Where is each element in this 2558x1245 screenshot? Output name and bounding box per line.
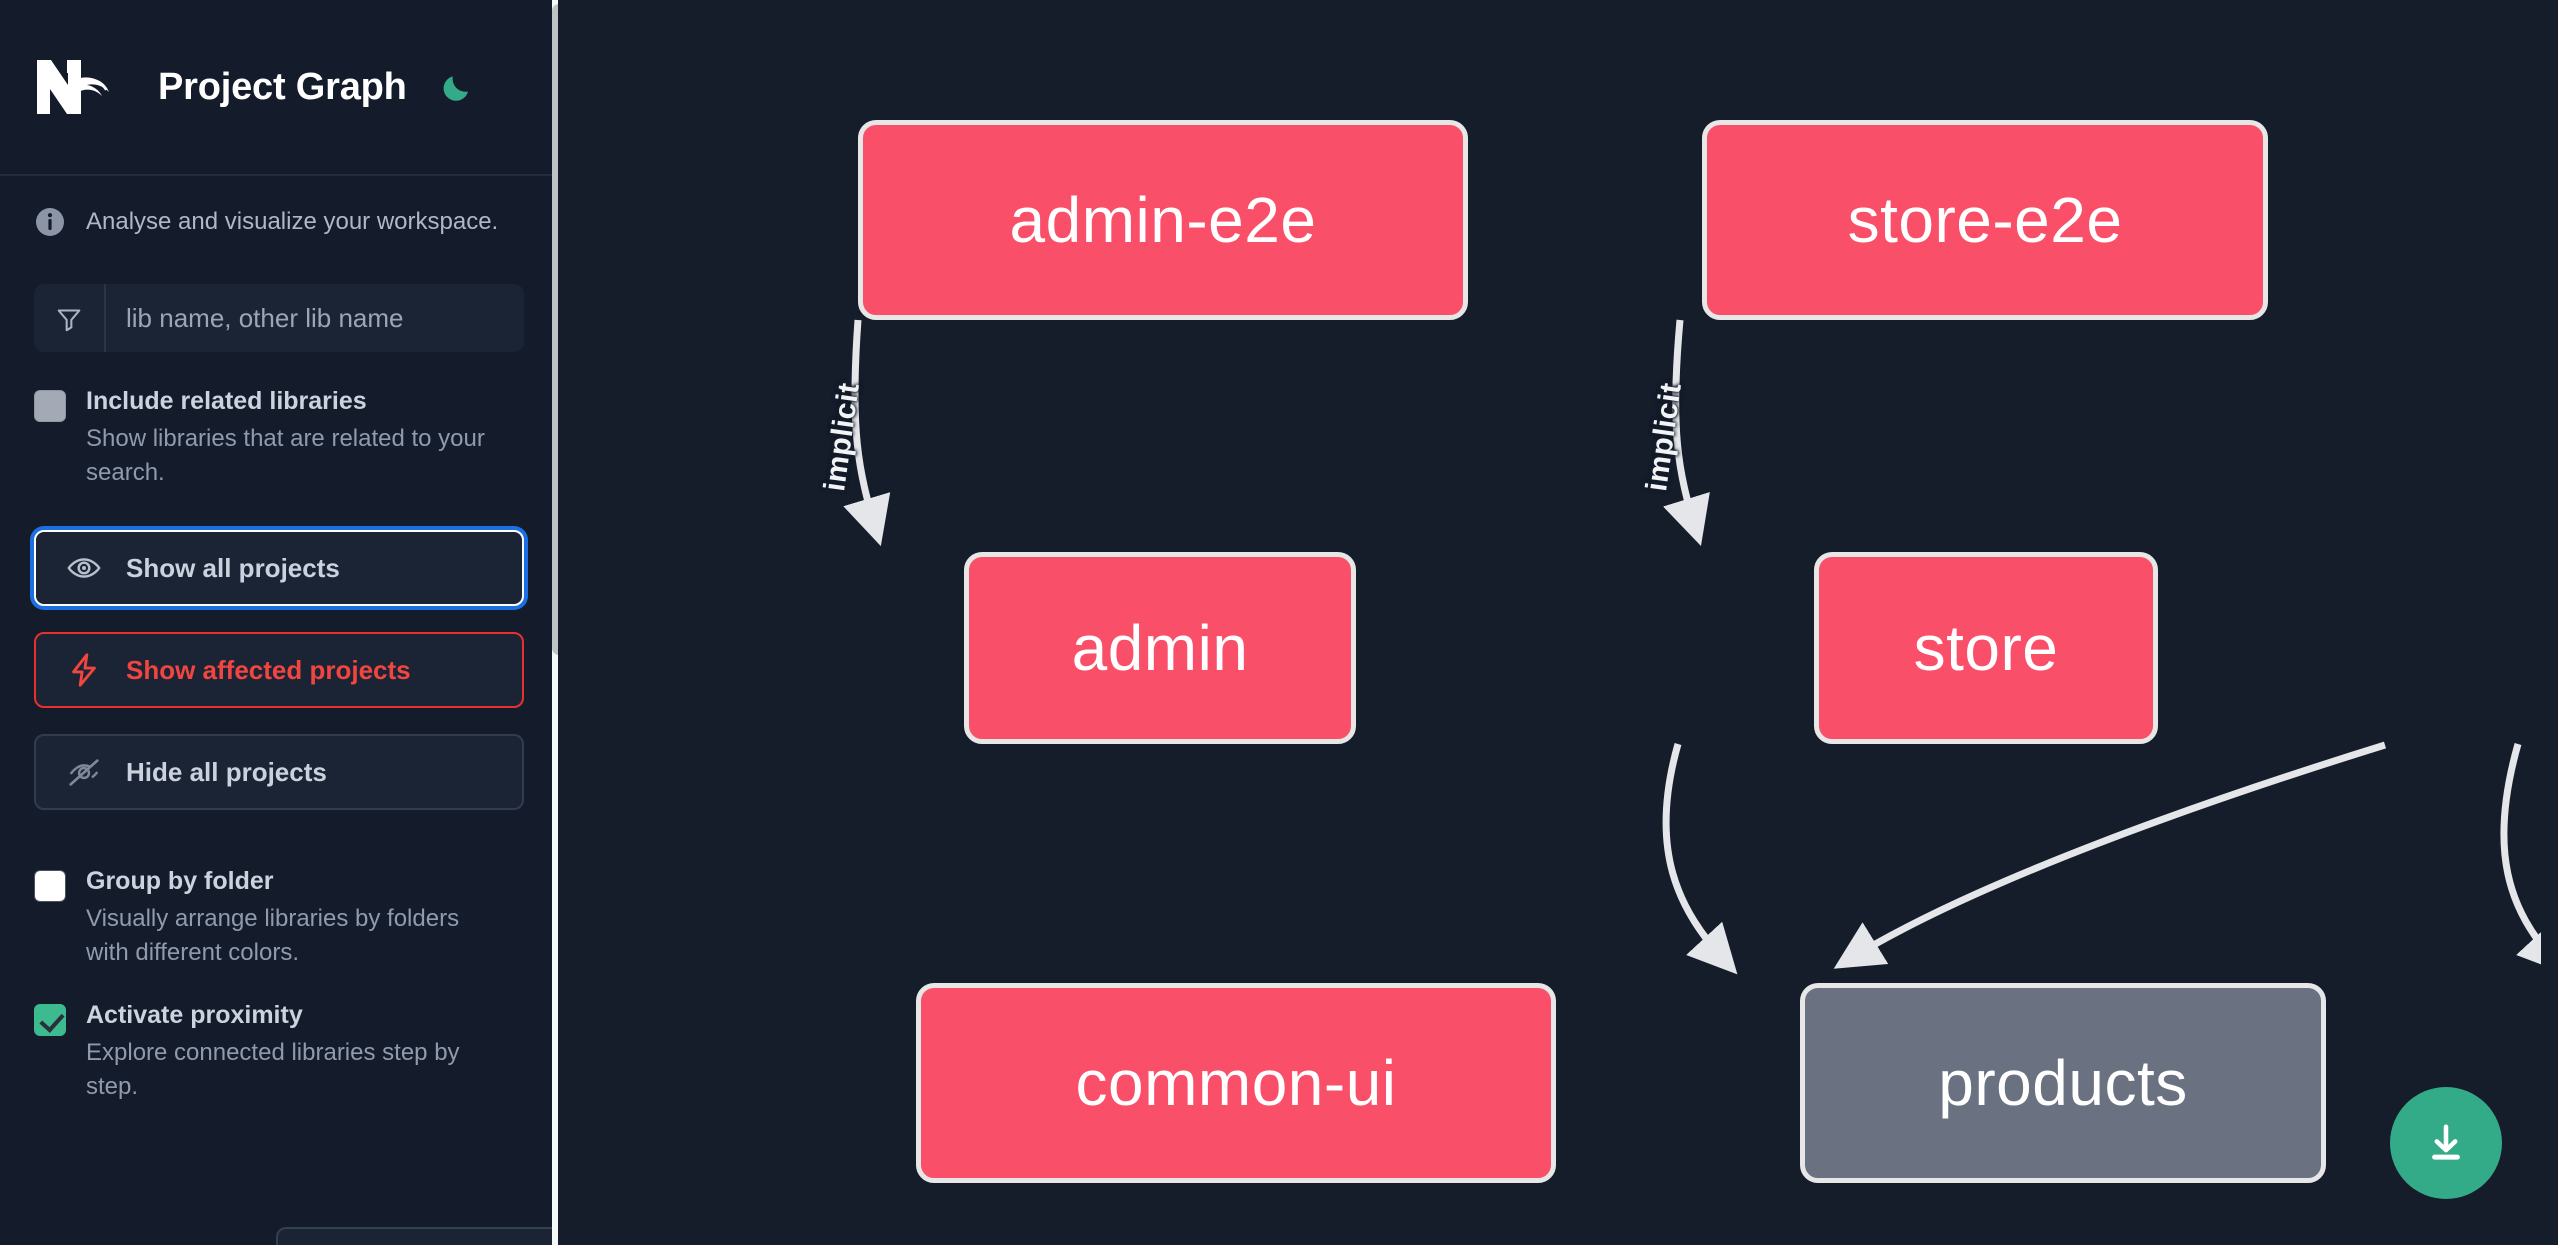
edge-admin-common-ui — [1662, 743, 1738, 975]
sidebar-header: Project Graph — [0, 0, 558, 176]
include-related-libraries-checkbox[interactable] — [34, 390, 66, 422]
graph-node-admin-label: admin — [1071, 612, 1249, 684]
search-box[interactable] — [34, 284, 524, 352]
proximity-segmented-control[interactable] — [276, 1227, 558, 1245]
info-icon — [34, 206, 66, 238]
graph-node-products[interactable]: products — [1800, 983, 2326, 1183]
graph-node-admin[interactable]: admin — [964, 552, 1356, 744]
graph-node-store-label: store — [1913, 612, 2059, 684]
lightning-icon — [64, 650, 104, 690]
segment-1[interactable] — [278, 1229, 558, 1245]
eye-icon — [64, 548, 104, 588]
option-group-by-folder[interactable]: Group by folder Visually arrange librari… — [0, 836, 558, 970]
search-area — [0, 284, 558, 352]
include-related-libraries-description: Show libraries that are related to your … — [86, 425, 485, 487]
download-icon — [2420, 1116, 2472, 1171]
download-graph-button[interactable] — [2390, 1087, 2502, 1199]
workspace-info: Analyse and visualize your workspace. — [0, 176, 558, 264]
activate-proximity-checkbox[interactable] — [34, 1004, 66, 1037]
option-activate-proximity[interactable]: Activate proximity Explore connected lib… — [0, 970, 558, 1104]
filter-icon — [34, 284, 106, 352]
graph-node-products-label: products — [1938, 1047, 2188, 1119]
graph-node-store-e2e-label: store-e2e — [1847, 184, 2123, 256]
activate-proximity-label: Activate proximity — [86, 1001, 303, 1030]
include-related-libraries-label: Include related libraries — [86, 387, 367, 415]
edge-store-e2e-store — [1663, 319, 1710, 547]
hide-all-projects-label: Hide all projects — [126, 756, 327, 787]
graph-edges — [843, 319, 2541, 975]
edge-store-common-ui — [1833, 741, 2387, 969]
group-by-folder-checkbox[interactable] — [34, 870, 66, 903]
group-by-folder-description: Visually arrange libraries by folders wi… — [86, 905, 460, 967]
graph-node-common-ui[interactable]: common-ui — [916, 983, 1556, 1183]
graph-node-common-ui-label: common-ui — [1075, 1047, 1397, 1119]
workspace-info-text: Analyse and visualize your workspace. — [86, 208, 499, 235]
show-affected-projects-label: Show affected projects — [126, 654, 411, 685]
nx-logo-icon — [34, 56, 126, 118]
visibility-button-group: Show all projects Show affected projects — [0, 490, 558, 811]
graph-node-admin-e2e-label: admin-e2e — [1009, 184, 1317, 256]
edge-store-products — [2500, 743, 2541, 975]
graph-node-store[interactable]: store — [1814, 552, 2158, 744]
hide-all-projects-button[interactable]: Hide all projects — [34, 734, 524, 811]
project-graph-canvas[interactable]: admin-e2e store-e2e admin store common-u… — [558, 0, 2558, 1245]
edge-admin-e2e-admin — [843, 319, 891, 547]
moon-icon[interactable] — [435, 64, 481, 110]
show-all-projects-label: Show all projects — [126, 552, 340, 583]
activate-proximity-description: Explore connected libraries step by step… — [86, 1039, 460, 1101]
sidebar: Project Graph Analyse and visualize your… — [0, 0, 558, 1245]
graph-node-store-e2e[interactable]: store-e2e — [1702, 120, 2268, 320]
page-title: Project Graph — [158, 65, 407, 108]
sidebar-scrollbar-thumb[interactable] — [552, 4, 558, 655]
sidebar-scrollbar-track[interactable] — [552, 0, 558, 1245]
show-affected-projects-button[interactable]: Show affected projects — [34, 632, 524, 709]
graph-node-admin-e2e[interactable]: admin-e2e — [858, 120, 1468, 320]
group-by-folder-label: Group by folder — [86, 867, 274, 896]
search-input[interactable] — [106, 284, 524, 352]
eye-slash-icon — [64, 752, 104, 792]
show-all-projects-button[interactable]: Show all projects — [34, 530, 524, 607]
option-include-related-libraries[interactable]: Include related libraries Show libraries… — [0, 352, 558, 490]
